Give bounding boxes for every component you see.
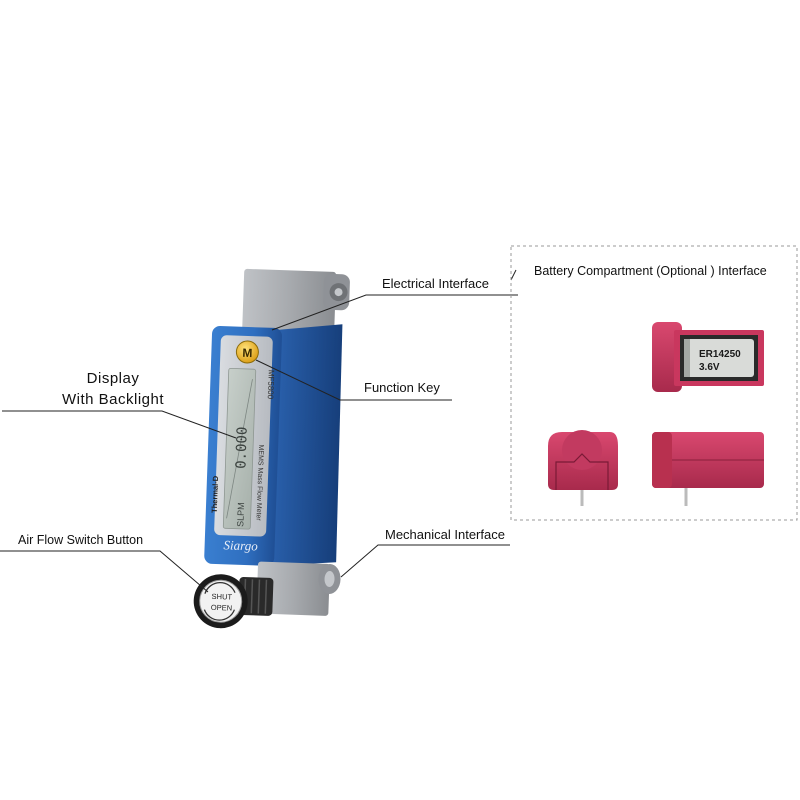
label-display-line1: Display [86,370,140,387]
label-electrical-interface: Electrical Interface [382,276,489,291]
battery-cell-voltage: 3.6V [699,362,720,373]
leader-air-flow [0,550,209,593]
electrical-connector [242,268,350,334]
function-key[interactable]: M [235,340,259,364]
device-brand: Siargo [223,537,258,553]
mechanical-connector [256,561,341,616]
leader-display [2,410,237,439]
device-model: MF5800 [266,370,276,400]
label-mechanical-interface: Mechanical Interface [385,527,505,542]
valve-label-shut: SHUT [211,592,232,602]
label-display-with-backlight: Display With Backlight [38,368,188,410]
flow-meter-device: M 0.000 SLPM MF5800 MEMS Mass Flow Meter… [193,268,350,630]
battery-compartment-open: ER14250 3.6V [652,322,764,392]
device-description: MEMS Mass Flow Meter [255,444,265,521]
leader-battery-tick [510,269,517,281]
label-air-flow-switch-button: Air Flow Switch Button [18,533,144,547]
valve-label-open: OPEN [211,603,233,613]
leader-lines [0,269,518,593]
lcd-reading: 0.000 [233,426,250,469]
body-side-panel [269,324,343,566]
label-battery-compartment: Battery Compartment (Optional ) Interfac… [534,264,767,278]
leader-electrical [271,294,518,331]
lcd-display: 0.000 SLPM [222,368,257,530]
battery-cap-front [548,430,618,506]
leader-function-key [255,359,452,401]
battery-side-view [652,432,764,506]
battery-panel-border [510,245,798,521]
device-series: Thermal-D [210,475,220,513]
leader-mechanical [340,544,510,578]
lcd-unit: SLPM [235,502,246,527]
battery-cell-model: ER14250 [699,349,741,360]
air-flow-switch-knob[interactable]: SHUT OPEN [193,573,274,630]
label-function-key: Function Key [364,380,440,395]
function-key-letter: M [242,346,252,360]
label-display-line2: With Backlight [61,391,165,408]
